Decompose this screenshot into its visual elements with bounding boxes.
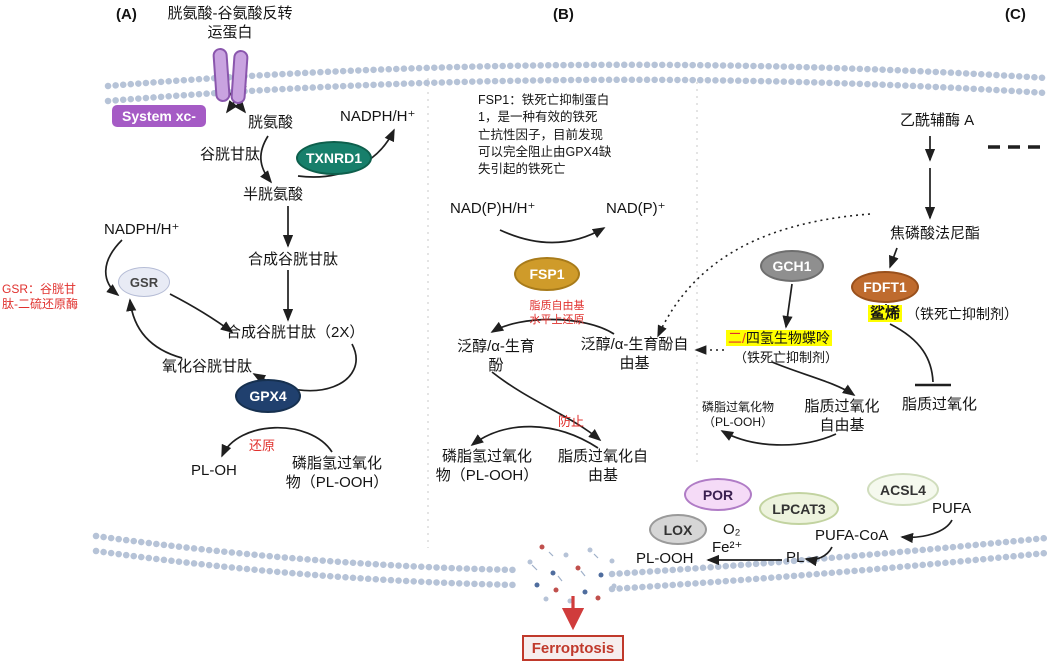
pl-label: PL [786,549,805,566]
cystine-label: 胱氨酸 [248,114,294,131]
gsr-note: GSR：谷胱甘 肽-二硫还原酶 [2,282,78,311]
lpcat3-enzyme: LPCAT3 [759,492,839,525]
synthesize-gsh-2x-label: 合成谷胱甘肽（2X） [226,324,365,341]
transporter-subunit-icon [230,49,249,105]
fsp1-enzyme: FSP1 [514,257,580,291]
synthesize-gsh-label: 合成谷胱甘肽 [248,251,339,268]
pterin-black-part: 四氢生物蝶呤 [745,330,830,346]
nadp-b-label: NAD(P)⁺ [606,200,666,217]
fdft1-enzyme: FDFT1 [851,271,919,303]
transporter-subunit-icon [212,47,231,103]
pufa-coa-label: PUFA-CoA [815,527,889,544]
pl-oh-label: PL-OH [191,462,237,479]
nadph-b-label: NAD(P)H/H⁺ [450,200,536,217]
antiporter-title: 胱氨酸-谷氨酸反转 运蛋白 [167,5,293,41]
acetyl-coa-label: 乙酰辅酶 A [900,112,975,129]
pterin-note: （铁死亡抑制剂） [734,350,839,365]
farnesyl-pp-label: 焦磷酸法尼酯 [890,225,981,242]
ubiquinol-radical-label: 泛醇/α-生育酚自 由基 [580,336,689,372]
pterin-red-part: 二/ [728,330,746,346]
pterin-label: 二/四氢生物蝶呤 [726,330,832,348]
txnrd1-enzyme: TXNRD1 [296,141,372,175]
gpx4-enzyme: GPX4 [235,379,301,413]
prevent-label: 防止 [558,414,585,429]
lipid-radical-label-b: 脂质过氧化自 由基 [557,448,648,484]
gsr-enzyme: GSR [118,267,170,297]
membrane-debris [527,544,617,604]
panel-label-c: (C) [1005,6,1026,23]
squalene-highlight: 鲨烯 [868,305,903,322]
pl-ooh-label-b: 磷脂氢过氧化 物（PL-OOH） [435,448,539,484]
glutathione-label: 谷胱甘肽 [200,146,261,163]
o2-label: O₂ [723,521,741,538]
pl-ooh-small-label-c: 磷脂过氧化物 （PL-OOH） [701,400,774,429]
lipid-peroxidation-label: 脂质过氧化 [902,396,978,413]
system-xc-badge: System xc- [112,105,206,127]
pl-ooh-label-a: 磷脂氢过氧化 物（PL-OOH） [285,455,389,491]
nadph-top-label: NADPH/H⁺ [340,108,416,125]
lipid-bilayer-bottom [92,532,1047,593]
pterin-highlight: 二/四氢生物蝶呤 [726,330,832,346]
acsl4-enzyme: ACSL4 [867,473,939,506]
nadph-left-label: NADPH/H⁺ [104,221,180,238]
squalene-label: 鲨烯 [868,305,903,324]
pufa-label: PUFA [932,500,972,517]
squalene-note: （铁死亡抑制剂） [906,306,1018,322]
fe2-label: Fe²⁺ [712,539,743,556]
cysteine-label: 半胱氨酸 [243,186,304,203]
lipid-radical-label-c: 脂质过氧化 自由基 [804,398,880,434]
fsp1-reduce-note: 脂质自由基 水平上还原 [529,300,585,326]
por-enzyme: POR [684,478,752,511]
reduction-label: 还原 [249,438,276,453]
gch1-enzyme: GCH1 [760,250,824,282]
lox-enzyme: LOX [649,514,707,545]
ferroptosis-label: Ferroptosis [522,635,624,661]
fsp1-note: FSP1：铁死亡抑制蛋白 1，是一种有效的铁死 亡抗性因子，目前发现 可以完全阻… [478,93,612,176]
panel-label-a: (A) [116,6,137,23]
pl-ooh-membrane-label: PL-OOH [636,550,694,567]
ubiquinol-label: 泛醇/α-生育 酚 [457,338,535,374]
oxidized-gsh-label: 氧化谷胱甘肽 [162,358,253,375]
panel-label-b: (B) [553,6,574,23]
